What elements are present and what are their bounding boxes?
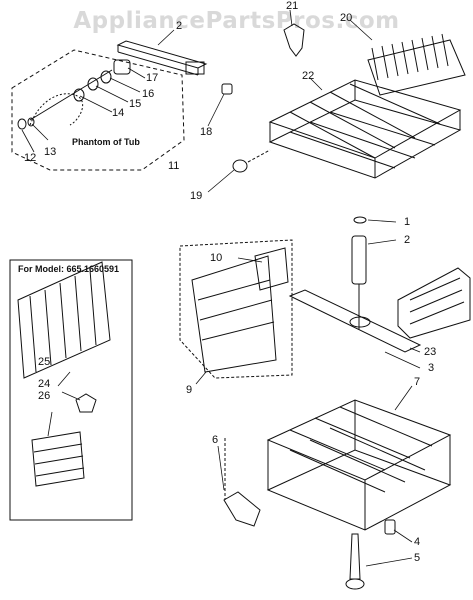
callout-3: 3 bbox=[428, 362, 435, 374]
callout-26: 26 bbox=[38, 390, 51, 402]
callout-21: 21 bbox=[286, 0, 299, 12]
insert-box-outline bbox=[179, 239, 293, 379]
callout-10: 10 bbox=[210, 252, 223, 264]
callout-4: 4 bbox=[414, 536, 421, 548]
phantom-of-tub-caption: Phantom of Tub bbox=[72, 137, 140, 147]
callout-5: 5 bbox=[414, 552, 421, 564]
callout-14: 14 bbox=[112, 107, 125, 119]
upper-rack bbox=[268, 79, 462, 179]
callout-1: 1 bbox=[404, 216, 411, 228]
callout-23: 23 bbox=[424, 346, 437, 358]
callout-18: 18 bbox=[200, 126, 213, 138]
phantom-hose bbox=[29, 93, 84, 126]
rack-wheel-assembly bbox=[223, 491, 261, 527]
model-tine-row bbox=[17, 261, 111, 379]
callout-22: 22 bbox=[302, 70, 315, 82]
model-basket bbox=[31, 431, 85, 487]
callout-17: 17 bbox=[146, 72, 159, 84]
rack-adjuster-clip bbox=[283, 23, 305, 57]
lower-rack bbox=[266, 399, 452, 531]
callout-7: 7 bbox=[414, 376, 421, 388]
folding-tines bbox=[367, 33, 466, 96]
callout-19: 19 bbox=[190, 190, 203, 202]
watermark: AppliancePartsPros.com bbox=[73, 8, 400, 34]
callout-2b: 2 bbox=[404, 234, 411, 246]
callout-6: 6 bbox=[212, 434, 219, 446]
callout-2: 2 bbox=[176, 20, 183, 32]
phantom-of-tub-outline bbox=[11, 49, 185, 171]
callout-11: 11 bbox=[168, 160, 180, 172]
callout-15: 15 bbox=[129, 98, 142, 110]
for-model-caption: For Model: 665.1660591 bbox=[18, 264, 120, 274]
spray-assembly bbox=[288, 216, 422, 353]
callout-9: 9 bbox=[186, 384, 193, 396]
callout-12: 12 bbox=[24, 152, 37, 164]
model-box bbox=[9, 259, 133, 521]
rack-wheel bbox=[232, 159, 248, 173]
rack-rail bbox=[116, 40, 208, 76]
leader-lines bbox=[21, 9, 421, 567]
model-clip bbox=[75, 393, 97, 413]
silverware-basket bbox=[397, 267, 471, 339]
cup-shelf-insert bbox=[191, 247, 289, 373]
callout-24: 24 bbox=[38, 378, 51, 390]
hose-fittings bbox=[17, 59, 131, 130]
tube-cap bbox=[384, 519, 396, 535]
callout-13: 13 bbox=[44, 146, 57, 158]
callout-20: 20 bbox=[340, 12, 353, 24]
callout-25: 25 bbox=[38, 356, 51, 368]
callout-16: 16 bbox=[142, 88, 155, 100]
rail-stop bbox=[221, 83, 233, 95]
lower-spray-tube bbox=[345, 533, 365, 590]
